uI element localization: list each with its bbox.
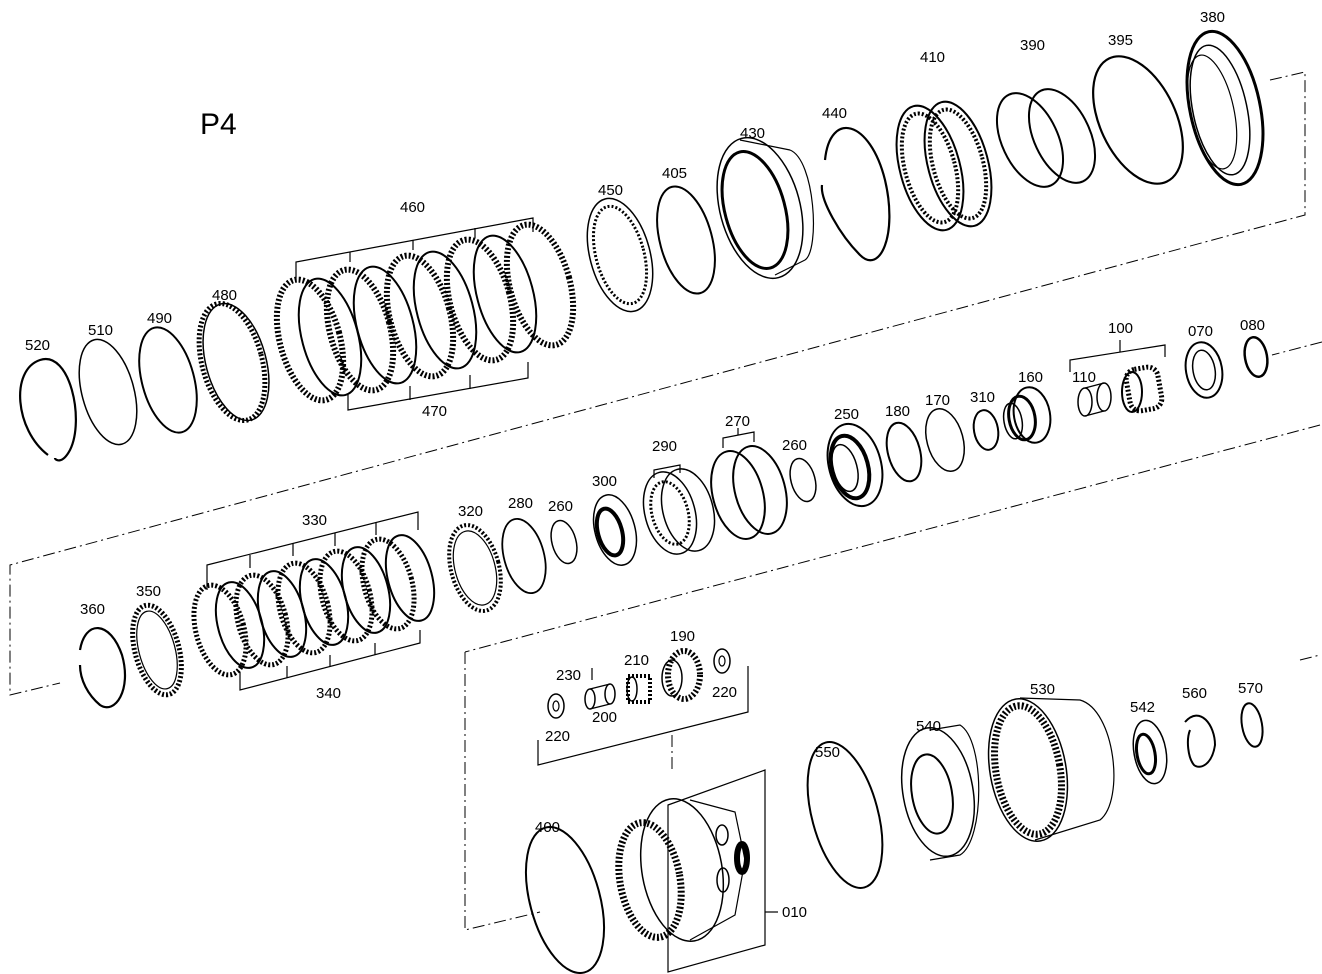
label-360: 360 bbox=[80, 601, 105, 618]
part-550 bbox=[806, 741, 884, 889]
label-220-b: 220 bbox=[712, 684, 737, 701]
axis-lines bbox=[9, 71, 1322, 931]
label-410: 410 bbox=[920, 49, 945, 66]
part-080 bbox=[1243, 335, 1269, 379]
label-210: 210 bbox=[624, 652, 649, 669]
label-010: 010 bbox=[782, 904, 807, 921]
part-540 bbox=[900, 724, 980, 861]
part-450 bbox=[586, 197, 654, 313]
label-290: 290 bbox=[652, 438, 677, 455]
part-160 bbox=[1002, 386, 1052, 444]
label-170: 170 bbox=[925, 392, 950, 409]
part-520 bbox=[19, 358, 77, 462]
clutch-pack-460-470 bbox=[273, 217, 577, 411]
label-450: 450 bbox=[598, 182, 623, 199]
label-542: 542 bbox=[1130, 699, 1155, 716]
label-440: 440 bbox=[822, 105, 847, 122]
label-110: 110 bbox=[1072, 369, 1096, 386]
label-480: 480 bbox=[212, 287, 237, 304]
part-560 bbox=[1184, 714, 1217, 768]
part-010 bbox=[615, 769, 778, 973]
part-390 bbox=[995, 88, 1097, 188]
part-440 bbox=[820, 127, 891, 262]
part-300 bbox=[592, 494, 638, 566]
part-320 bbox=[447, 523, 503, 613]
label-460: 460 bbox=[400, 199, 425, 216]
part-410 bbox=[895, 100, 993, 232]
part-250 bbox=[826, 422, 884, 508]
label-550: 550 bbox=[815, 744, 840, 761]
part-100 bbox=[1069, 340, 1166, 414]
label-530: 530 bbox=[1030, 681, 1055, 698]
part-350 bbox=[130, 602, 184, 698]
label-230: 230 bbox=[556, 667, 581, 684]
part-200 bbox=[584, 683, 616, 710]
label-180: 180 bbox=[885, 403, 910, 420]
part-405 bbox=[656, 185, 716, 295]
part-210 bbox=[626, 674, 652, 704]
label-520: 520 bbox=[25, 337, 50, 354]
part-510 bbox=[78, 338, 138, 446]
part-395 bbox=[1092, 55, 1184, 185]
part-530 bbox=[987, 697, 1115, 842]
label-270: 270 bbox=[725, 413, 750, 430]
part-400 bbox=[525, 825, 605, 974]
part-220-b bbox=[713, 648, 731, 674]
label-300: 300 bbox=[592, 473, 617, 490]
label-380: 380 bbox=[1200, 9, 1225, 26]
part-490 bbox=[138, 326, 198, 434]
label-310: 310 bbox=[970, 389, 995, 406]
label-160: 160 bbox=[1018, 369, 1043, 386]
part-260-a bbox=[789, 457, 817, 503]
clutch-pack-330-340 bbox=[191, 511, 436, 691]
label-220-a: 220 bbox=[545, 728, 570, 745]
part-260-b bbox=[550, 519, 578, 565]
label-280: 280 bbox=[508, 495, 533, 512]
label-070: 070 bbox=[1188, 323, 1213, 340]
part-380 bbox=[1185, 29, 1265, 187]
part-542 bbox=[1132, 719, 1168, 785]
part-180 bbox=[885, 421, 923, 483]
label-570: 570 bbox=[1238, 680, 1263, 697]
part-labels: 380 395 390 410 440 430 405 450 460 470 … bbox=[25, 9, 1265, 921]
part-110 bbox=[1077, 382, 1112, 417]
label-260-a: 260 bbox=[782, 437, 807, 454]
label-560: 560 bbox=[1182, 685, 1207, 702]
part-310 bbox=[972, 409, 1000, 451]
label-395: 395 bbox=[1108, 32, 1133, 49]
label-400: 400 bbox=[535, 819, 560, 836]
label-490: 490 bbox=[147, 310, 172, 327]
label-190: 190 bbox=[670, 628, 695, 645]
subassembly-bracket bbox=[537, 666, 749, 766]
label-330: 330 bbox=[302, 512, 327, 529]
part-570 bbox=[1240, 702, 1264, 748]
label-320: 320 bbox=[458, 503, 483, 520]
part-360 bbox=[78, 627, 127, 709]
part-430 bbox=[716, 136, 814, 280]
part-170 bbox=[924, 407, 966, 473]
label-250: 250 bbox=[834, 406, 859, 423]
label-080: 080 bbox=[1240, 317, 1265, 334]
part-070 bbox=[1184, 341, 1224, 399]
part-280 bbox=[501, 518, 547, 594]
label-470: 470 bbox=[422, 403, 447, 420]
label-405: 405 bbox=[662, 165, 687, 182]
label-260-b: 260 bbox=[548, 498, 573, 515]
label-540: 540 bbox=[916, 718, 941, 735]
label-340: 340 bbox=[316, 685, 341, 702]
label-350: 350 bbox=[136, 583, 161, 600]
part-220-a bbox=[547, 693, 565, 719]
part-270 bbox=[710, 428, 788, 540]
label-510: 510 bbox=[88, 322, 113, 339]
diagram-title: P4 bbox=[200, 108, 237, 141]
label-430: 430 bbox=[740, 125, 765, 142]
label-200: 200 bbox=[592, 709, 617, 726]
label-100: 100 bbox=[1108, 320, 1133, 337]
part-290 bbox=[642, 464, 716, 555]
part-190 bbox=[661, 648, 703, 702]
label-390: 390 bbox=[1020, 37, 1045, 54]
part-480 bbox=[196, 301, 270, 423]
